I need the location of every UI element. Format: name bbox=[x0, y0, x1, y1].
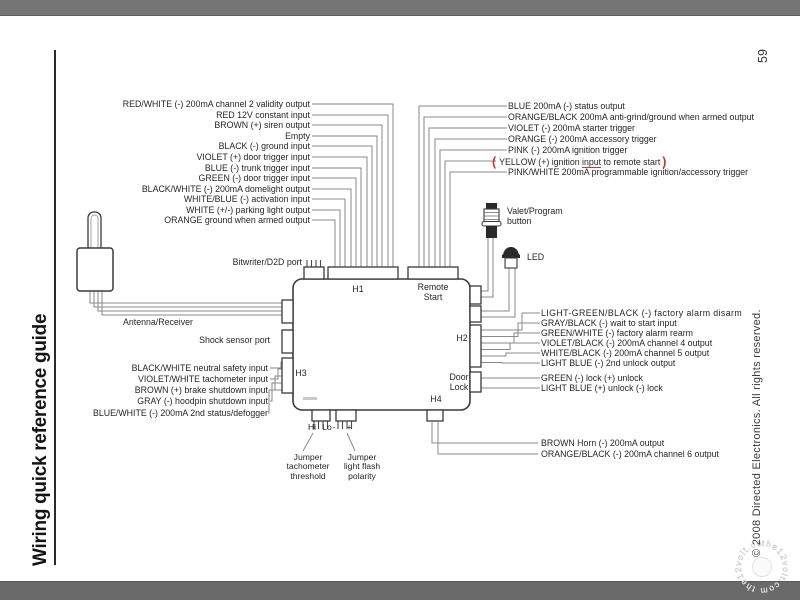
jumper-plus-label: + bbox=[346, 422, 352, 432]
tach-jumper-pins bbox=[313, 421, 329, 429]
jumper-minus-label: - bbox=[332, 422, 336, 432]
wire-label: BLUE/WHITE (-) 200mA 2nd status/defogger bbox=[92, 408, 268, 418]
h2-wires bbox=[481, 312, 540, 364]
wire-label: GRAY/BLACK (-) wait to start input bbox=[541, 318, 677, 328]
h4-connector bbox=[426, 409, 444, 422]
led-wires bbox=[481, 268, 516, 318]
jumper-hi-label: Hi bbox=[307, 422, 317, 432]
wire-label: VIOLET (-) 200mA starter trigger bbox=[508, 123, 635, 133]
wire-label: LIGHT BLUE (+) unlock (-) lock bbox=[541, 383, 663, 393]
wire-label: GREEN (-) lock (+) unlock bbox=[541, 373, 643, 383]
tach-jumper-block bbox=[311, 409, 331, 422]
jumper-light-flash-note: Jumper light flash polarity bbox=[343, 452, 381, 481]
module-fine-print bbox=[303, 397, 317, 400]
wire-label: ORANGE ground when armed output bbox=[164, 215, 310, 225]
viewer-bottom-bar bbox=[0, 581, 800, 600]
wire-label: GRAY (-) hoodpin shutdown input bbox=[137, 396, 268, 406]
wire-label: RED/WHITE (-) 200mA channel 2 validity o… bbox=[122, 99, 310, 109]
wire-label: ORANGE/BLACK 200mA anti-grind/ground whe… bbox=[508, 112, 754, 122]
wire-label: LIGHT BLUE (-) 2nd unlock output bbox=[541, 358, 676, 368]
h4-wires bbox=[431, 422, 538, 455]
wire-label: BLACK/WHITE (-) 200mA domelight output bbox=[141, 184, 310, 194]
wire-label: ORANGE (-) 200mA accessory trigger bbox=[508, 134, 657, 144]
wire-label: VIOLET (+) door trigger input bbox=[196, 152, 310, 162]
h4-label: H4 bbox=[430, 394, 442, 404]
h3-connector bbox=[281, 357, 294, 394]
wire-label: BROWN Horn (-) 200mA output bbox=[541, 438, 665, 448]
copyright-notice: © 2008 Directed Electronics. All rights … bbox=[751, 309, 763, 557]
valet-button-icon bbox=[481, 203, 502, 238]
valet-program-button-label: Valet/Program button bbox=[507, 206, 563, 226]
wire-label: PINK/WHITE 200mA programmable ignition/a… bbox=[508, 167, 749, 177]
wire-label: VIOLET/BLACK (-) 200mA channel 4 output bbox=[541, 338, 713, 348]
bitwriter-connector bbox=[303, 266, 325, 280]
jumper-leaders bbox=[302, 432, 356, 452]
wire-label: BLUE 200mA (-) status output bbox=[508, 101, 625, 111]
h1-connector bbox=[327, 266, 399, 280]
wire-label: WHITE/BLUE (-) activation input bbox=[183, 194, 310, 204]
wire-label: PINK (-) 200mA ignition trigger bbox=[508, 145, 628, 155]
antenna-connector bbox=[281, 299, 294, 324]
shock-sensor-port-label: Shock sensor port bbox=[199, 335, 270, 345]
wire-label: WHITE (+/-) parking light output bbox=[186, 205, 310, 215]
remote-start-wires bbox=[418, 105, 507, 267]
wire-label: BLACK/WHITE neutral safety input bbox=[131, 363, 268, 373]
red-close-paren: ) bbox=[662, 155, 667, 169]
wire-label: BLUE (-) trunk trigger input bbox=[204, 163, 310, 173]
wire-label: RED 12V constant input bbox=[216, 110, 310, 120]
wire-label: LIGHT-GREEN/BLACK (-) factory alarm disa… bbox=[541, 308, 743, 318]
wire-label: ORANGE/BLACK (-) 200mA channel 6 output bbox=[541, 449, 719, 459]
antenna-wires bbox=[89, 291, 282, 316]
bitwriter-port-label: Bitwriter/D2D port bbox=[232, 257, 302, 267]
page-number: 59 bbox=[756, 49, 770, 63]
h2-connector bbox=[469, 324, 482, 368]
valet-wires bbox=[481, 238, 494, 298]
jumper-tachometer-note: Jumper tachometer threshold bbox=[286, 452, 330, 481]
antenna-receiver-label: Antenna/Receiver bbox=[123, 317, 193, 327]
yellow-label-pre: YELLOW (+) ignition bbox=[499, 157, 583, 167]
bitwriter-pins bbox=[306, 260, 322, 267]
shock-sensor-connector bbox=[281, 329, 294, 354]
yellow-label-underlined: input bbox=[582, 157, 602, 168]
wires bbox=[89, 103, 540, 455]
sidebar-title: Wiring quick reference guide bbox=[30, 313, 51, 566]
wire-label: BLACK (-) ground input bbox=[218, 141, 310, 151]
connector-pins bbox=[306, 260, 353, 429]
h1-label: H1 bbox=[352, 284, 364, 294]
door-lock-connector bbox=[469, 371, 482, 393]
red-open-paren: ( bbox=[492, 155, 497, 169]
led-label: LED bbox=[527, 252, 545, 262]
wire-label-yellow-annotated: (YELLOW (+) ignition input to remote sta… bbox=[492, 155, 667, 169]
h3-label: H3 bbox=[295, 368, 307, 378]
h3-wires bbox=[268, 361, 282, 414]
led-icon bbox=[502, 247, 520, 269]
module-connectors bbox=[281, 266, 482, 422]
wire-label: GREEN (-) door trigger input bbox=[198, 173, 310, 183]
wire-label: BROWN (+) siren output bbox=[214, 120, 310, 130]
h1-wires bbox=[312, 103, 394, 267]
wire-label: VIOLET/WHITE tachometer input bbox=[137, 374, 268, 384]
remote-start-connector bbox=[407, 266, 459, 280]
sidebar-title-rule bbox=[54, 50, 56, 565]
led-connector bbox=[469, 305, 482, 323]
remote-start-label: Remote Start bbox=[417, 282, 449, 302]
flash-jumper-block bbox=[335, 409, 357, 422]
wire-label: BROWN (+) brake shutdown input bbox=[134, 385, 268, 395]
jumper-lo-label: Lo bbox=[322, 422, 332, 432]
door-lock-wires bbox=[481, 377, 540, 389]
door-lock-label: Door Lock bbox=[449, 372, 469, 392]
flash-jumper-pins bbox=[337, 421, 353, 429]
antenna-receiver-icon bbox=[76, 211, 114, 292]
valet-connector bbox=[469, 285, 482, 305]
wire-label: WHITE/BLACK (-) 200mA channel 5 output bbox=[541, 348, 710, 358]
wire-label: Empty bbox=[285, 131, 310, 141]
wire-label: GREEN/WHITE (-) factory alarm rearm bbox=[541, 328, 693, 338]
viewer-top-bar bbox=[0, 0, 800, 16]
h2-label: H2 bbox=[456, 333, 468, 343]
yellow-label-post: to remote start bbox=[601, 157, 661, 167]
